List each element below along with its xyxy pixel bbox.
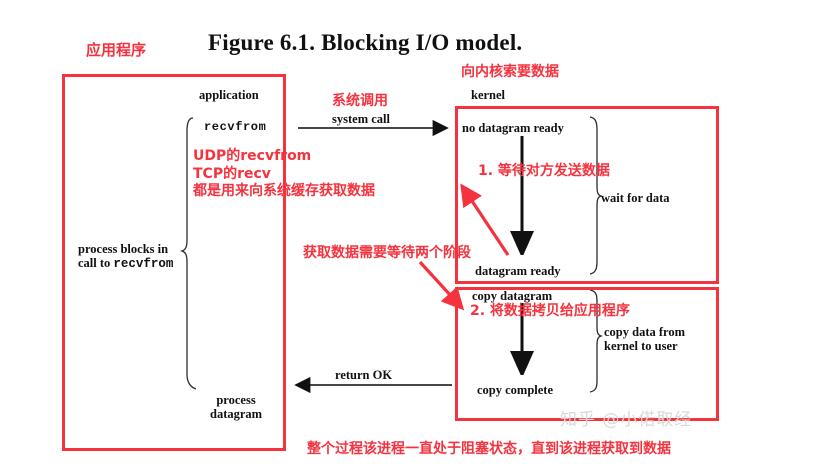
label-return-ok: return OK bbox=[335, 368, 393, 382]
annotation-two-stages: 获取数据需要等待两个阶段 bbox=[303, 245, 471, 261]
highlight-box-application bbox=[62, 74, 286, 451]
label-no-datagram-ready: no datagram ready bbox=[462, 121, 564, 135]
annotation-recvfrom-note: UDP的recvfrom TCP的recv 都是用来向系统缓存获取数据 bbox=[193, 148, 375, 201]
highlight-box-wait-for-data bbox=[455, 106, 719, 284]
label-wait-for-data: wait for data bbox=[601, 191, 670, 205]
copy-brace-line2: kernel to user bbox=[604, 339, 678, 354]
watermark: 知乎 @小偌取经 bbox=[560, 410, 693, 430]
label-recvfrom: recvfrom bbox=[204, 120, 267, 134]
annotation-system-call: 系统调用 bbox=[332, 93, 388, 109]
copy-brace-line1: copy data from bbox=[604, 325, 686, 339]
recvfrom-note-line1: UDP的recvfrom bbox=[193, 148, 312, 164]
annotation-phase-2: 2. 将数据拷贝给应用程序 bbox=[470, 303, 630, 319]
process-blocks-line2: call to recvfrom bbox=[78, 256, 173, 271]
annotation-application-box: 应用程序 bbox=[86, 41, 147, 59]
label-copy-data-from-kernel-to-user: copy data from kernel to user bbox=[604, 325, 685, 354]
figure-title: Figure 6.1. Blocking I/O model. bbox=[208, 30, 523, 55]
label-copy-complete: copy complete bbox=[477, 383, 554, 397]
annotation-phase-1: 1. 等待对方发送数据 bbox=[478, 163, 610, 179]
label-system-call: system call bbox=[332, 112, 390, 126]
process-blocks-line1: process blocks in bbox=[78, 242, 169, 256]
process-blocks-prefix: call to bbox=[78, 256, 114, 271]
annotation-ask-kernel-for-data: 向内核索要数据 bbox=[461, 64, 559, 80]
annotation-summary: 整个过程该进程一直处于阻塞状态，直到该进程获取到数据 bbox=[307, 441, 671, 457]
highlight-box-copy-data bbox=[455, 287, 719, 421]
process-blocks-code: recvfrom bbox=[113, 257, 174, 272]
label-process-blocks-in-call: process blocks in call to recvfrom bbox=[78, 242, 173, 272]
label-process-datagram: process datagram bbox=[210, 393, 262, 422]
process-datagram-line2: datagram bbox=[210, 407, 263, 422]
process-datagram-line1: process bbox=[216, 393, 256, 407]
label-application: application bbox=[199, 88, 259, 102]
recvfrom-note-line2: TCP的recv bbox=[193, 165, 271, 182]
label-datagram-ready: datagram ready bbox=[475, 264, 561, 278]
label-kernel: kernel bbox=[471, 88, 506, 102]
label-copy-datagram: copy datagram bbox=[472, 289, 553, 303]
recvfrom-note-line3: 都是用来向系统缓存获取数据 bbox=[193, 183, 375, 199]
